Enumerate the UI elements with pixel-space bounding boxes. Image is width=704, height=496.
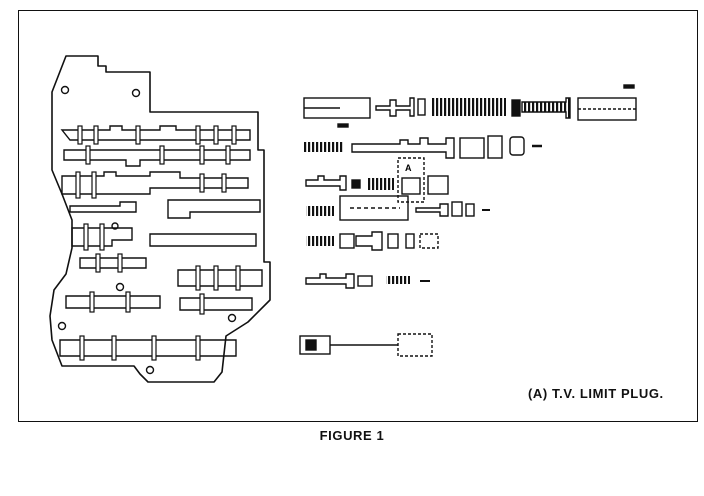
valve-row-3 [305,157,449,203]
valve-row-7 [299,333,433,357]
valve-row-2 [304,135,542,159]
valve-row-1 [303,84,637,128]
valve-row-4 [306,195,490,221]
callout-text: (A) T.V. LIMIT PLUG. [528,386,664,401]
figure-frame [18,10,698,422]
valve-row-5 [306,231,439,251]
valve-body-plate [49,55,271,383]
valve-bores [59,125,263,357]
valve-row-6 [305,273,430,289]
bolt-holes [57,85,237,375]
bore-notches [75,125,241,361]
figure-caption: FIGURE 1 [319,428,385,443]
callout-marker-a: A [405,163,412,173]
